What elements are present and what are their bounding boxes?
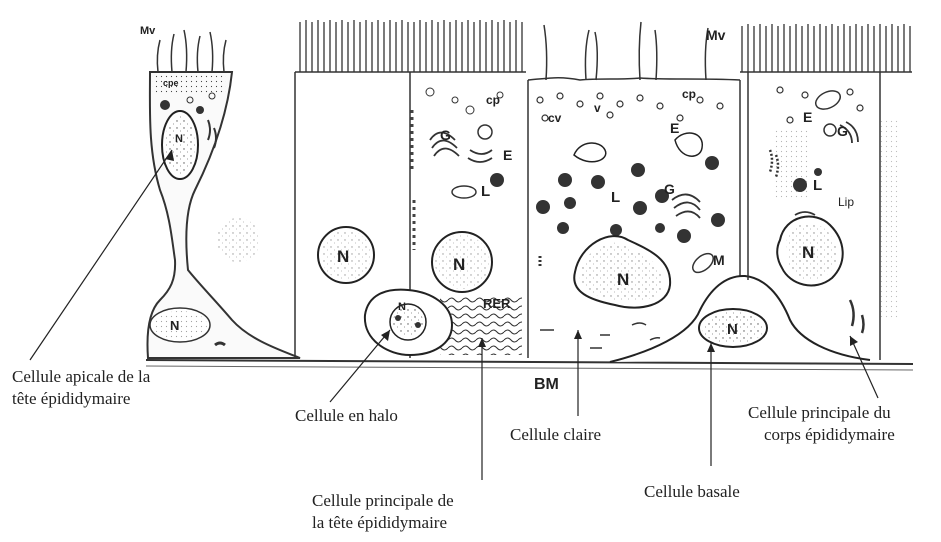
label-n-head: N — [453, 255, 465, 274]
label-mv-left: Mv — [140, 25, 156, 37]
caption-principal-body-line-1: Cellule principale du — [748, 402, 895, 424]
label-n-apical: N — [175, 133, 183, 145]
label-cpe: cpe — [163, 78, 179, 88]
label-g-body: G — [837, 123, 848, 139]
caption-halo-cell: Cellule en halo — [295, 405, 398, 427]
label-m: M — [713, 252, 725, 268]
label-e-head: E — [503, 147, 512, 163]
caption-apical-cell-line-1: Cellule apicale de la — [12, 366, 150, 388]
label-cv: cv — [548, 111, 562, 125]
label-l-body: L — [813, 177, 822, 194]
caption-apical-cell: Cellule apicale de la tête épididymaire — [12, 366, 150, 410]
label-g-clear: G — [664, 181, 675, 197]
label-rer: RER — [483, 296, 511, 311]
label-n-clear: N — [617, 270, 629, 289]
caption-halo-cell-line-1: Cellule en halo — [295, 405, 398, 427]
label-n-halo: N — [398, 301, 406, 313]
label-g-head: G — [440, 127, 451, 143]
label-e-body: E — [803, 109, 812, 125]
leader-principal-body — [850, 336, 878, 398]
caption-basal-cell: Cellule basale — [644, 481, 740, 503]
label-n-plain: N — [337, 247, 349, 266]
label-lip: Lip — [838, 195, 854, 209]
caption-apical-cell-line-2: tête épididymaire — [12, 388, 150, 410]
label-e-clear: E — [670, 120, 679, 136]
caption-principal-body-line-2: corps épididymaire — [748, 424, 895, 446]
basement-membrane — [146, 360, 913, 370]
label-mv-right: Mv — [706, 27, 726, 43]
label-cp-clear: cp — [682, 87, 696, 101]
label-v: v — [594, 101, 601, 115]
label-l-clear: L — [611, 189, 620, 206]
caption-principal-head-line-1: Cellule principale de — [312, 490, 454, 512]
label-bm: BM — [534, 376, 559, 393]
principal-cell-left-microvilli — [300, 20, 408, 72]
label-n-apical-base: N — [170, 318, 179, 333]
label-n-body: N — [802, 243, 814, 262]
leader-halo — [330, 330, 390, 402]
caption-principal-head: Cellule principale de la tête épididymai… — [312, 490, 454, 534]
label-cp-center: cp — [486, 93, 500, 107]
caption-clear-cell-line-1: Cellule claire — [510, 424, 601, 446]
apical-cell-microvilli — [157, 30, 226, 72]
label-l-head: L — [481, 183, 490, 200]
caption-principal-body: Cellule principale du corps épididymaire — [748, 402, 895, 446]
label-n-basal: N — [727, 321, 738, 338]
caption-basal-cell-line-1: Cellule basale — [644, 481, 740, 503]
clear-cell-microvilli — [544, 22, 708, 80]
caption-principal-head-line-2: la tête épididymaire — [312, 512, 454, 534]
caption-clear-cell: Cellule claire — [510, 424, 601, 446]
